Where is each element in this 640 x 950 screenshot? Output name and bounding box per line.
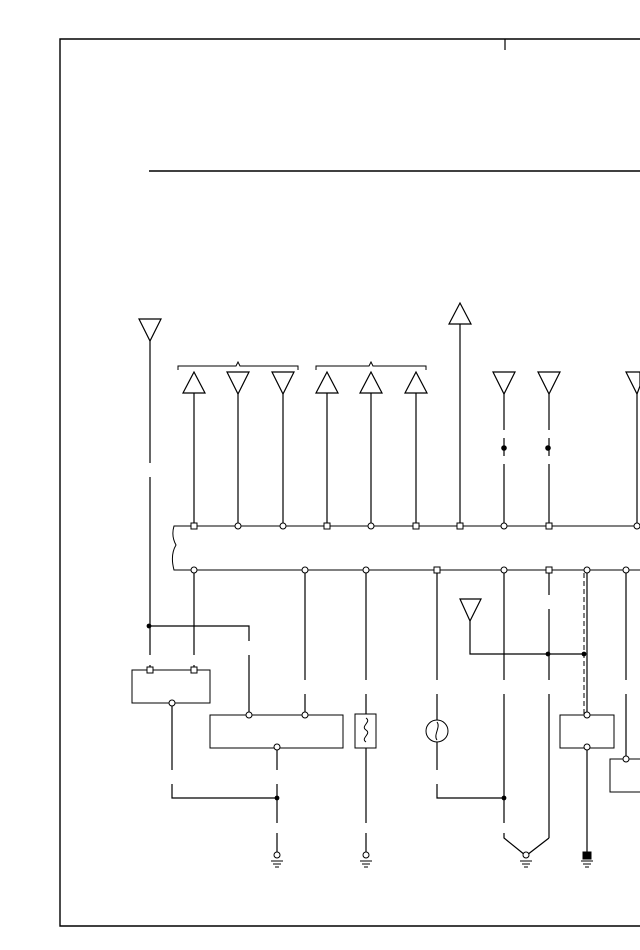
terminal-down-5 — [538, 372, 560, 394]
terminal-down-7 — [460, 599, 481, 621]
ground-symbol-filled — [581, 852, 593, 867]
terminal-down-3 — [272, 372, 294, 394]
motor — [426, 720, 448, 742]
terminal-up-2 — [316, 372, 338, 393]
terminal-down-1 — [139, 319, 161, 341]
terminal-down-4 — [493, 372, 515, 394]
terminal-up-1 — [183, 372, 205, 393]
terminal-up-3 — [360, 372, 382, 393]
connector-block — [172, 526, 640, 570]
group-brace-right — [316, 362, 426, 370]
connector-terminals — [139, 303, 640, 621]
lower-wires — [150, 573, 626, 855]
ground-symbol — [271, 852, 283, 867]
control-module-left — [132, 667, 210, 706]
wire-breaks — [504, 430, 549, 464]
terminal-up-5 — [449, 303, 471, 324]
ground-symbol — [360, 852, 372, 867]
terminal-up-4 — [405, 372, 427, 393]
splice-dot — [502, 446, 506, 450]
terminal-down-2 — [227, 372, 249, 394]
relay — [560, 712, 614, 750]
resistor — [355, 714, 376, 748]
group-brace-left — [178, 362, 298, 370]
connector-pins-top — [191, 523, 640, 529]
control-module-center — [210, 712, 343, 750]
upper-wires — [150, 324, 637, 626]
ground-symbol — [520, 852, 532, 867]
splice-dot — [546, 446, 550, 450]
switch-box — [610, 756, 640, 792]
terminal-down-6 — [626, 372, 640, 394]
lower-splices — [146, 623, 587, 801]
page-frame — [60, 39, 640, 926]
